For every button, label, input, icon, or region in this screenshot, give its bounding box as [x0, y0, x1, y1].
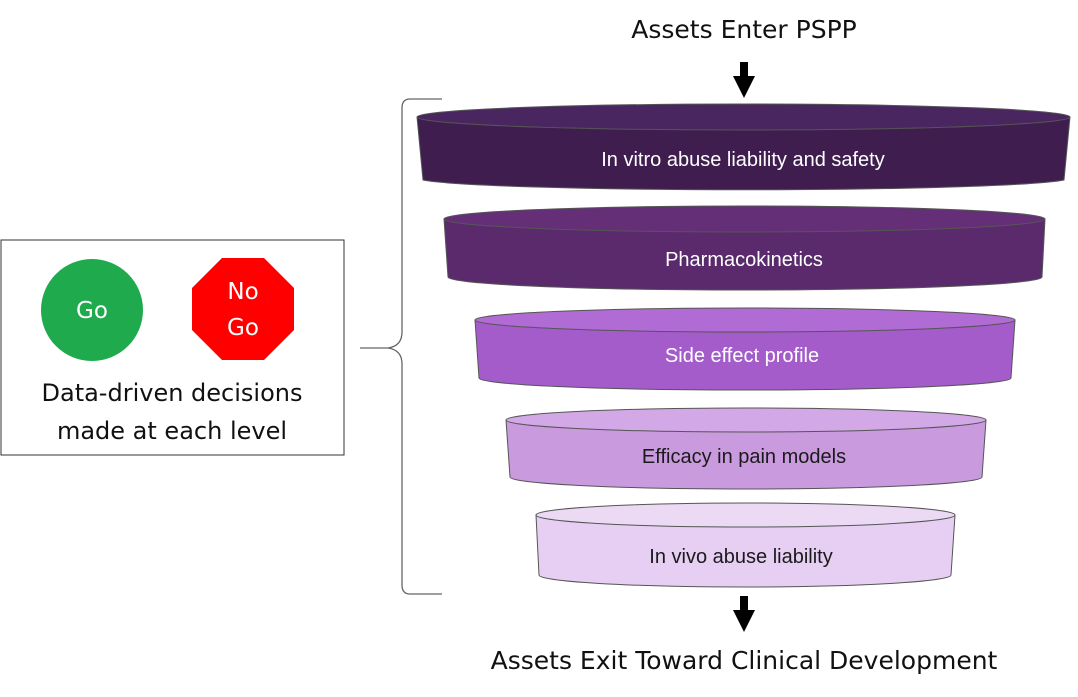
nogo-octagon: No Go — [192, 258, 294, 360]
funnel-stage-in-vivo: In vivo abuse liability — [535, 502, 956, 588]
stage-label: Pharmacokinetics — [665, 249, 823, 271]
funnel-stage-in-vitro: In vitro abuse liability and safety — [416, 103, 1071, 191]
stage-body — [474, 319, 1016, 391]
stage-label: Side effect profile — [665, 345, 819, 367]
stage-body — [505, 419, 987, 490]
legend-box: Go No Go Data-driven decisions made at e… — [0, 239, 345, 456]
stage-top — [416, 103, 1071, 131]
legend-caption-line1: Data-driven decisions — [42, 379, 303, 407]
stage-top — [505, 407, 987, 433]
nogo-label-line2: Go — [227, 315, 259, 341]
stage-top — [474, 307, 1016, 333]
arrow-down-icon-bottom — [733, 596, 755, 632]
bracket — [360, 98, 442, 595]
legend-caption-line2: made at each level — [57, 417, 287, 445]
stage-body — [535, 514, 956, 588]
stage-body — [416, 116, 1071, 191]
title-top: Assets Enter PSPP — [631, 15, 856, 44]
funnel-stage-pharmacokinetics: Pharmacokinetics — [443, 205, 1046, 291]
stage-label: In vivo abuse liability — [649, 546, 832, 568]
stage-body — [443, 218, 1046, 291]
go-circle: Go — [41, 259, 143, 361]
go-label: Go — [76, 298, 108, 324]
funnel-stage-side-effect: Side effect profile — [474, 307, 1016, 391]
stage-label: Efficacy in pain models — [642, 446, 846, 468]
arrow-down-icon-top — [733, 62, 755, 98]
stage-label: In vitro abuse liability and safety — [601, 149, 885, 171]
stage-top — [443, 205, 1046, 233]
stage-top — [535, 502, 956, 528]
nogo-label-line1: No — [227, 279, 258, 305]
title-bottom: Assets Exit Toward Clinical Development — [491, 646, 998, 675]
funnel-stage-efficacy: Efficacy in pain models — [505, 407, 987, 490]
